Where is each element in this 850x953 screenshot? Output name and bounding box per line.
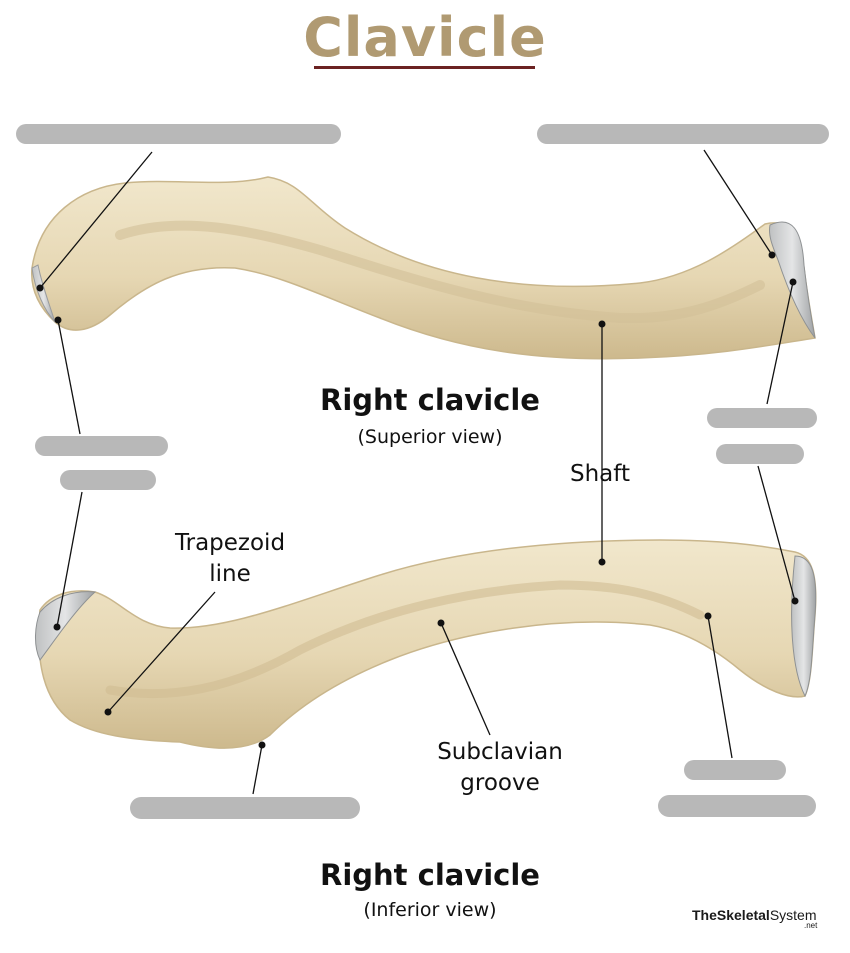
bone-superior-shading: [115, 220, 765, 324]
mask-bar-right-mid-2: [716, 444, 804, 464]
leader-left-mid-up: [57, 319, 81, 435]
dot-right-mid-up: [789, 278, 797, 286]
dot-sternal-top: [36, 284, 44, 292]
trapezoid-line-label-line1: Trapezoid: [174, 530, 286, 556]
dot-left-mid-up: [54, 316, 62, 324]
leader-bottom-right: [707, 615, 733, 759]
acromial-articular-surface-inferior: [791, 555, 817, 698]
mask-bar-right-mid-1: [707, 408, 817, 428]
leader-right-mid-up: [766, 281, 794, 405]
leader-right-mid-down: [757, 465, 796, 602]
dot-subclavian-groove: [437, 619, 445, 627]
title-underline: [314, 66, 535, 69]
mask-bar-sternal-end-top: [16, 124, 341, 144]
mask-bar-acromial-end-top: [537, 124, 829, 144]
leader-sternal-end-top: [39, 151, 153, 289]
mask-bar-bottom-right-2: [658, 795, 816, 817]
page-title: Clavicle: [303, 6, 547, 69]
dot-shaft-top: [598, 320, 606, 328]
bone-inferior-shading: [105, 580, 705, 699]
leader-lines: [39, 149, 796, 795]
brand-suffix: .net: [804, 921, 818, 930]
dot-shaft-bottom: [598, 558, 606, 566]
masked-labels: [16, 124, 829, 819]
clavicle-superior-view: [31, 176, 816, 360]
mask-bar-bottom-right-1: [684, 760, 786, 780]
clavicle-inferior-view: [35, 539, 817, 749]
subclavian-groove-label: Subclavian groove: [410, 737, 590, 799]
dot-left-mid-down: [53, 623, 61, 631]
dot-trapezoid-line: [104, 708, 112, 716]
site-brand: TheSkeletalSystem .net: [692, 907, 817, 930]
mask-bar-left-mid-1: [35, 436, 168, 456]
mask-bar-bottom-left: [130, 797, 360, 819]
sternal-articular-surface-superior: [31, 264, 56, 323]
leader-dots: [36, 251, 799, 749]
leader-subclavian-groove: [440, 622, 491, 736]
leader-bottom-left: [252, 744, 263, 795]
leader-left-mid-down: [56, 491, 83, 628]
inferior-view-subtitle: (Inferior view): [363, 899, 497, 921]
inferior-view-title: Right clavicle: [320, 858, 540, 892]
brand-name-rest: System: [769, 907, 817, 923]
leader-acromial-end-top: [703, 149, 773, 256]
mask-bar-left-mid-2: [60, 470, 156, 490]
subclavian-groove-label-line1: Subclavian: [437, 739, 563, 765]
brand-name-bold: TheSkeletal: [692, 907, 770, 923]
dot-bottom-right: [704, 612, 712, 620]
dot-bottom-left: [258, 741, 266, 749]
superior-view-title: Right clavicle: [320, 383, 540, 417]
superior-view-subtitle: (Superior view): [357, 426, 503, 448]
trapezoid-line-label-line2: line: [209, 561, 251, 587]
subclavian-groove-label-line2: groove: [460, 770, 540, 796]
bone-superior: [31, 176, 816, 360]
dot-acromial-top: [768, 251, 776, 259]
trapezoid-line-label: Trapezoid line: [150, 528, 310, 590]
dot-right-mid-down: [791, 597, 799, 605]
shaft-label: Shaft: [570, 461, 630, 487]
sternal-articular-surface-inferior: [35, 591, 97, 661]
leader-trapezoid-line: [107, 591, 216, 713]
